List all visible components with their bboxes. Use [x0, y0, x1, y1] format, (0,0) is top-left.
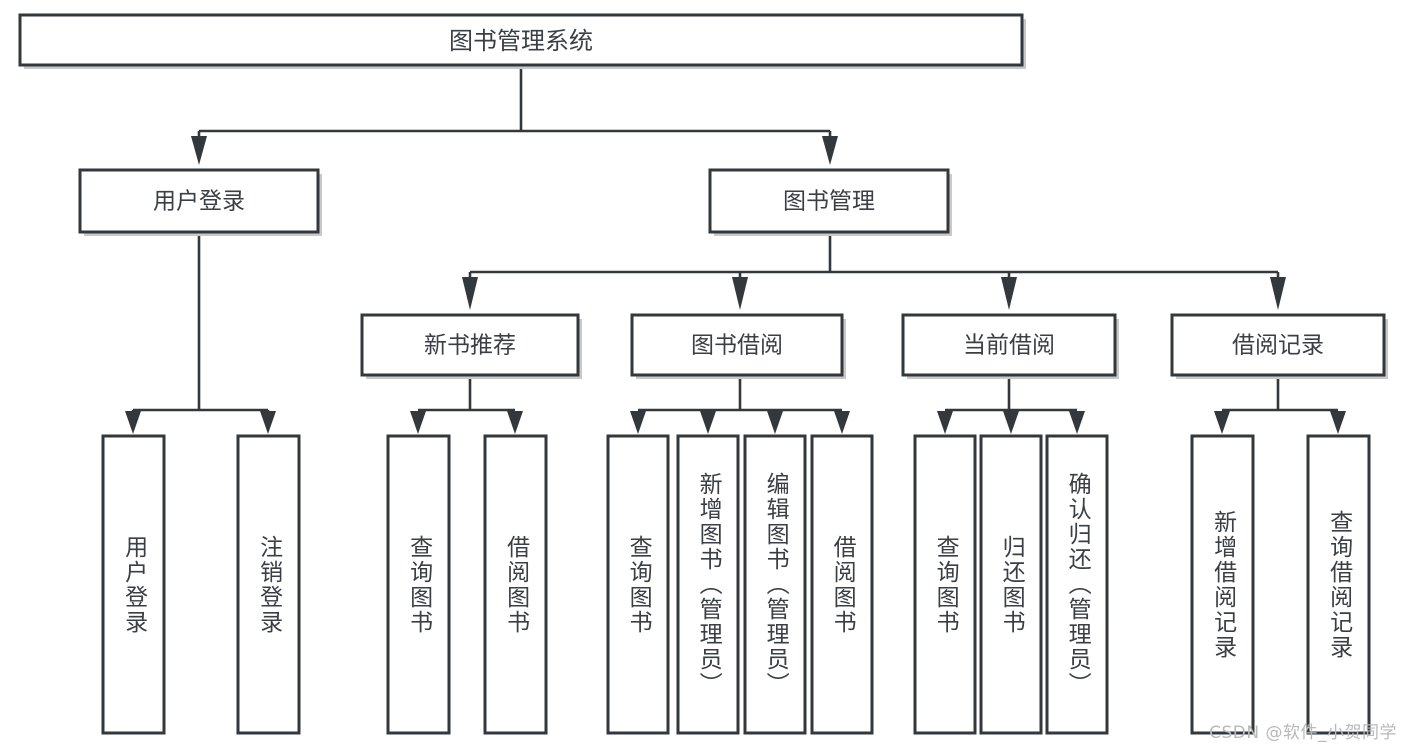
- leaf-box-bb-1[interactable]: [676, 434, 740, 735]
- leaf-box-bb-2[interactable]: [743, 434, 807, 735]
- leaf-box-cb-0[interactable]: [913, 434, 977, 735]
- arrow-head-leaf-bb-2: [767, 411, 783, 434]
- arrow-head-leaf-cb-1: [1003, 411, 1019, 434]
- node-new-book-recommend-box[interactable]: [360, 313, 580, 377]
- leaf-box-nb-1[interactable]: [483, 434, 548, 735]
- leaf-cb-1-box[interactable]: [979, 434, 1043, 735]
- leaf-ul-0-box[interactable]: [101, 434, 166, 735]
- node-new-book-recommend-label: 新书推荐: [424, 333, 516, 359]
- node-current-borrow-label: 当前借阅: [963, 333, 1055, 359]
- leaf-cb-0-box[interactable]: [913, 434, 977, 735]
- node-root-label: 图书管理系统: [449, 27, 593, 55]
- node-borrow-record[interactable]: 借阅记录: [1170, 313, 1388, 379]
- leaf-ul-1-box[interactable]: [236, 434, 301, 735]
- node-user-login[interactable]: 用户登录: [78, 168, 322, 236]
- leaf-bb-1-box[interactable]: [676, 434, 740, 735]
- node-book-manage[interactable]: 图书管理: [708, 168, 952, 236]
- node-root-box[interactable]: [18, 13, 1024, 67]
- arrow-head-current-borrow: [1001, 277, 1017, 310]
- arrow-head-leaf-ul-1: [260, 411, 276, 434]
- arrow-head-leaf-nb-0: [410, 411, 426, 434]
- leaf-box-cb-1[interactable]: [979, 434, 1043, 735]
- leaf-nb-0-box[interactable]: [386, 434, 451, 735]
- leaf-box-ul-0[interactable]: [101, 434, 166, 735]
- arrow-head-leaf-bb-3: [834, 411, 850, 434]
- node-book-borrow-box[interactable]: [630, 313, 844, 377]
- arrow-head-leaf-cb-0: [937, 411, 953, 434]
- node-borrow-record-label: 借阅记录: [1232, 333, 1324, 359]
- arrow-head-leaf-nb-1: [507, 411, 523, 434]
- arrow-head-borrow-record: [1270, 277, 1286, 310]
- leaf-cb-2-box[interactable]: [1045, 434, 1109, 735]
- node-book-borrow-label: 图书借阅: [691, 333, 783, 359]
- node-borrow-record-box[interactable]: [1170, 313, 1386, 377]
- leaf-nb-1-box[interactable]: [483, 434, 548, 735]
- leaf-box-ul-1[interactable]: [236, 434, 301, 735]
- csdn-watermark: CSDN @软件_小贺同学: [1209, 723, 1397, 743]
- arrow-head-leaf-br-0: [1214, 411, 1230, 434]
- arrow-head-leaf-br-1: [1330, 411, 1346, 434]
- arrow-head-leaf-bb-1: [700, 411, 716, 434]
- arrow-head-new-book: [462, 277, 478, 310]
- node-user-login-label: 用户登录: [153, 189, 245, 215]
- leaf-box-cb-2[interactable]: [1045, 434, 1109, 735]
- leaf-bb-3-box[interactable]: [810, 434, 874, 735]
- node-new-book-recommend[interactable]: 新书推荐: [360, 313, 582, 379]
- node-user-login-box[interactable]: [78, 168, 320, 234]
- arrow-head-leaf-ul-0: [125, 411, 141, 434]
- node-book-manage-label: 图书管理: [783, 189, 875, 215]
- connectors-currentborrow-to-leaves: [937, 376, 1085, 434]
- leaf-box-br-0[interactable]: [1190, 434, 1255, 735]
- connectors-bookborrow-to-leaves: [630, 376, 850, 434]
- connectors-booklmanage-to-level3: [462, 233, 1286, 310]
- connectors-borrowrecord-to-leaves: [1214, 376, 1346, 434]
- arrow-head-book-borrow: [732, 277, 748, 310]
- connectors-userlogin-to-leaves: [125, 233, 276, 434]
- node-current-borrow[interactable]: 当前借阅: [901, 313, 1119, 379]
- leaf-br-1-box[interactable]: [1306, 434, 1371, 735]
- leaf-br-0-box[interactable]: [1190, 434, 1255, 735]
- node-book-borrow[interactable]: 图书借阅: [630, 313, 846, 379]
- leaf-bb-0-box[interactable]: [606, 434, 670, 735]
- arrow-head-book-manage: [822, 136, 838, 165]
- arrow-head-leaf-bb-0: [630, 411, 646, 434]
- arrow-head-user-login: [191, 136, 207, 165]
- leaf-box-bb-3[interactable]: [810, 434, 874, 735]
- leaf-box-nb-0[interactable]: [386, 434, 451, 735]
- arrow-head-leaf-cb-2: [1069, 411, 1085, 434]
- node-root[interactable]: 图书管理系统: [18, 13, 1026, 69]
- connectors-newbook-to-leaves: [410, 376, 523, 434]
- connectors-root-to-level2: [191, 66, 838, 165]
- node-current-borrow-box[interactable]: [901, 313, 1117, 377]
- leaf-bb-2-box[interactable]: [743, 434, 807, 735]
- leaf-box-bb-0[interactable]: [606, 434, 670, 735]
- leaf-box-br-1[interactable]: [1306, 434, 1371, 735]
- node-book-manage-box[interactable]: [708, 168, 950, 234]
